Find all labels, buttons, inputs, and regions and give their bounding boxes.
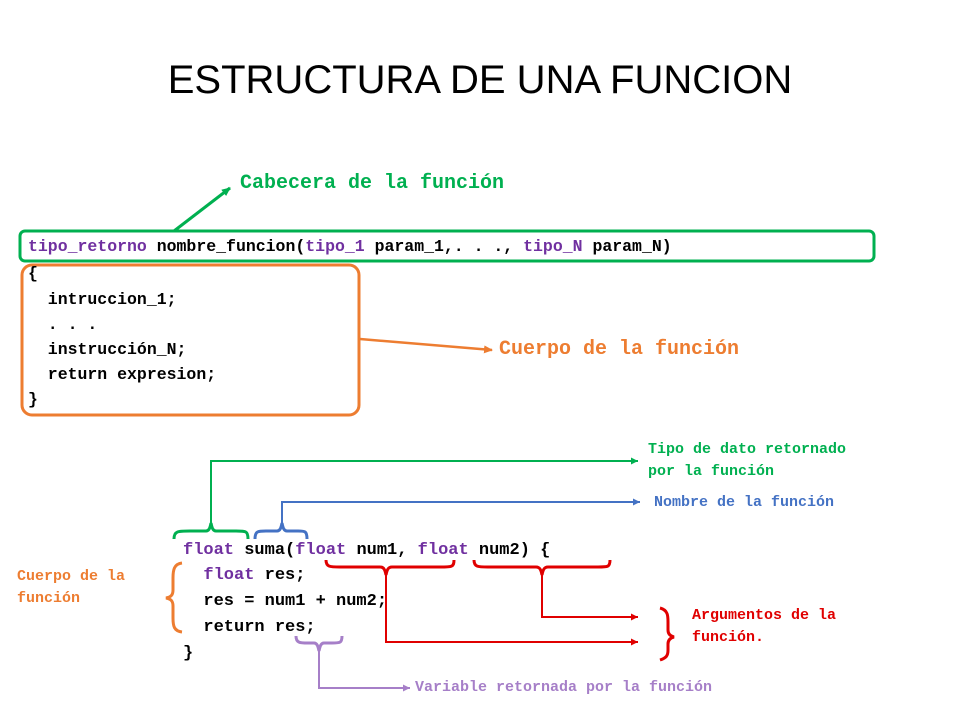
kw-float-c: float bbox=[417, 541, 469, 560]
argumentos-brace bbox=[659, 606, 675, 662]
argumentos-label-line2: función. bbox=[692, 629, 765, 646]
example-line-5: } bbox=[183, 644, 194, 663]
example-line-4: return res; bbox=[183, 618, 316, 637]
cabecera-label: Cabecera de la función bbox=[240, 172, 505, 195]
generic-body-line-2: . . . bbox=[28, 315, 98, 334]
tipo-dato-connector bbox=[210, 457, 638, 523]
kw-tipo-1: tipo_1 bbox=[305, 237, 365, 256]
suma-brace bbox=[253, 522, 309, 540]
cabecera-arrow bbox=[173, 186, 231, 233]
param2-connector bbox=[541, 575, 638, 621]
kw-float-res: float bbox=[183, 566, 255, 585]
cuerpo-small-label-line2: función bbox=[17, 590, 81, 607]
param1-connector bbox=[385, 575, 638, 646]
variable-label: Variable retornada por la función bbox=[415, 679, 713, 696]
code-suma: suma( bbox=[234, 541, 296, 560]
nombre-connector bbox=[281, 498, 640, 523]
argumentos-label-line1: Argumentos de la bbox=[692, 607, 837, 624]
nombre-label: Nombre de la función bbox=[654, 494, 835, 511]
body-box bbox=[20, 263, 361, 417]
tipo-dato-label-line1: Tipo de dato retornado bbox=[648, 441, 847, 458]
code-param-1: param_1,. . ., bbox=[364, 237, 524, 256]
header-box bbox=[18, 229, 876, 263]
generic-body-line-1: intruccion_1; bbox=[28, 290, 177, 309]
code-param-n: param_N) bbox=[582, 237, 672, 256]
tipo-dato-label-line2: por la función bbox=[648, 463, 775, 480]
cuerpo-arrow bbox=[359, 337, 493, 354]
code-res-decl: res; bbox=[254, 566, 306, 585]
param2-brace bbox=[472, 559, 612, 576]
code-num2: num2) { bbox=[468, 541, 551, 560]
generic-close-brace: } bbox=[28, 390, 38, 409]
kw-float-b: float bbox=[295, 541, 347, 560]
page-title: ESTRUCTURA DE UNA FUNCION bbox=[167, 58, 793, 102]
kw-tipo-n: tipo_N bbox=[523, 237, 583, 256]
generic-open-brace: { bbox=[28, 264, 38, 283]
cuerpo-label: Cuerpo de la función bbox=[499, 338, 740, 361]
variable-connector bbox=[318, 651, 410, 692]
kw-tipo-retorno: tipo_retorno bbox=[28, 237, 147, 256]
cuerpo-brace bbox=[165, 561, 183, 634]
generic-body-line-3: instrucción_N; bbox=[28, 340, 187, 359]
kw-float-a: float bbox=[183, 541, 235, 560]
generic-body-line-4: return expresion; bbox=[28, 365, 217, 384]
example-line-3: res = num1 + num2; bbox=[183, 592, 388, 611]
generic-header-line: tipo_retorno nombre_funcion(tipo_1 param… bbox=[28, 237, 672, 256]
code-num1: num1, bbox=[346, 541, 418, 560]
cuerpo-small-label-line1: Cuerpo de la bbox=[17, 568, 126, 585]
param1-brace bbox=[324, 559, 456, 576]
code-nombre-funcion: nombre_funcion( bbox=[146, 237, 306, 256]
example-line-1: float suma(float num1, float num2) { bbox=[183, 541, 550, 560]
float-brace bbox=[172, 522, 250, 540]
example-line-2: float res; bbox=[183, 566, 305, 585]
res-brace bbox=[294, 635, 344, 652]
